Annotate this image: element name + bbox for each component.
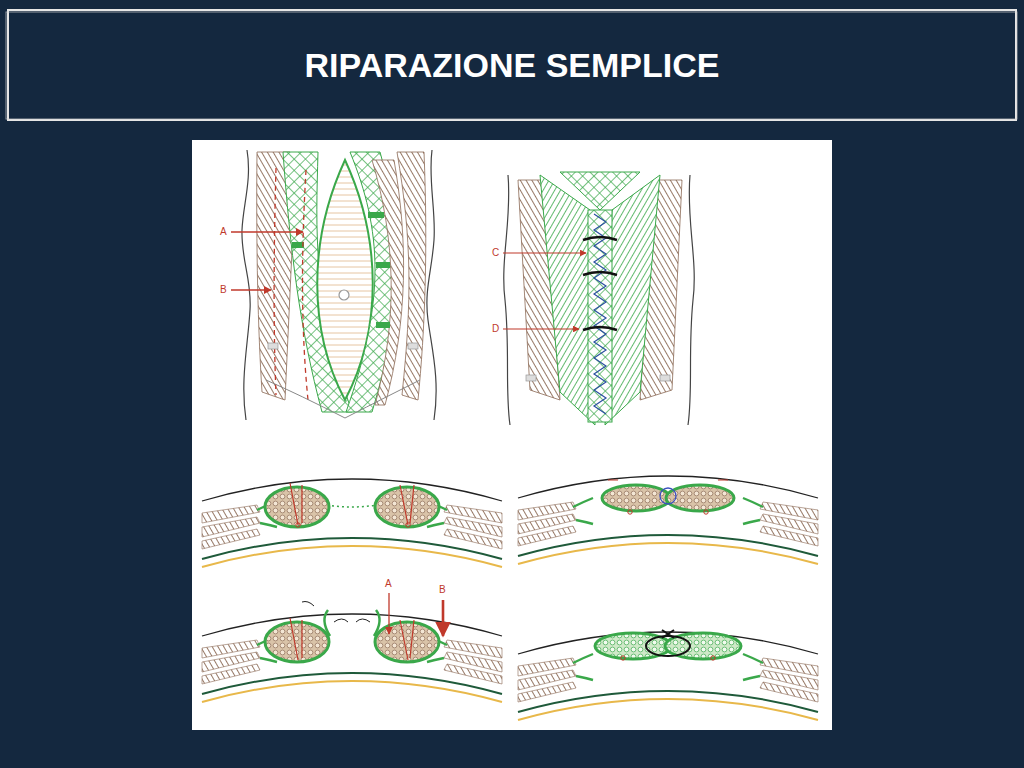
- cross-section: [202, 602, 502, 703]
- image-panel: [192, 140, 832, 730]
- callout-letter: A: [385, 578, 392, 590]
- callout-letter: C: [492, 247, 499, 259]
- cross-section: [518, 630, 818, 720]
- callout-letter: A: [220, 226, 227, 238]
- cross-section: [202, 479, 502, 567]
- leader-arrows: [231, 232, 586, 636]
- slide-title: RIPARAZIONE SEMPLICE: [20, 45, 1004, 85]
- abdomen-front-view: [242, 150, 436, 420]
- abdomen-repair-view: [504, 172, 694, 425]
- callout-letter: B: [220, 284, 227, 296]
- callout-letter: D: [492, 323, 499, 335]
- callout-letter: B: [439, 584, 446, 596]
- title-frame: [6, 10, 1017, 120]
- cross-section: [518, 476, 818, 564]
